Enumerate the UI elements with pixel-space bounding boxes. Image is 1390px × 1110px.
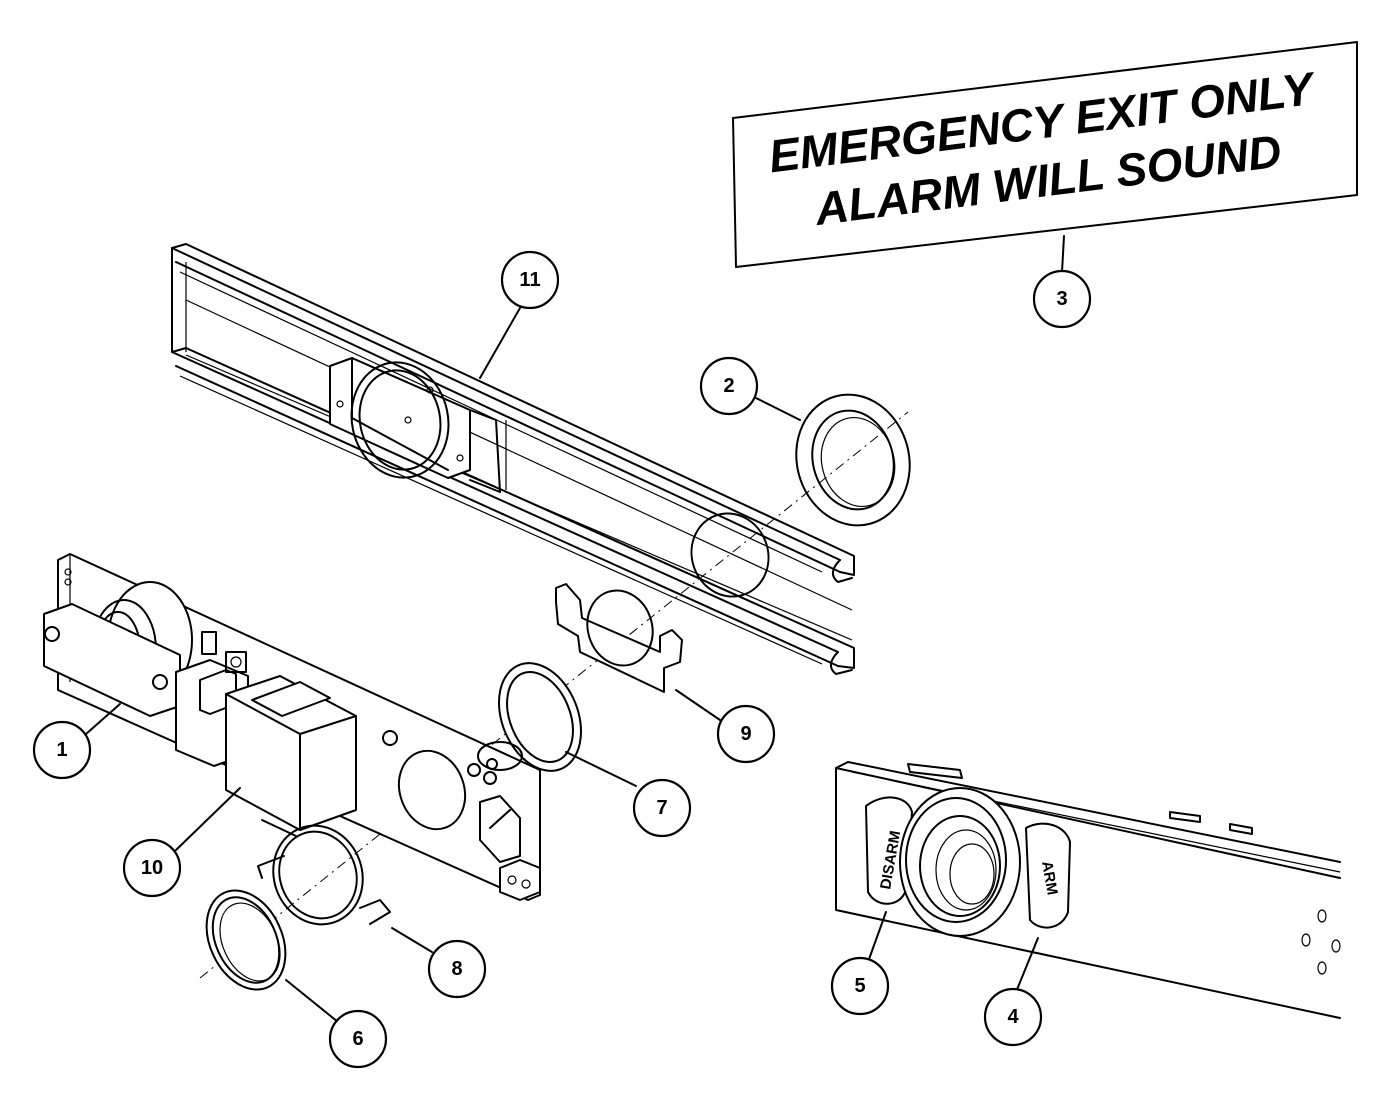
- callout-10-label: 10: [141, 857, 163, 879]
- trim-ring-part: [795, 393, 911, 527]
- callout-8-label: 8: [451, 958, 462, 980]
- callout-9-label: 9: [740, 723, 751, 745]
- retaining-ring-small-part: [205, 889, 287, 991]
- callout-8: 8: [427, 939, 487, 999]
- assembly-axis-line: [199, 411, 909, 979]
- circuit-board-assembly-part: [43, 553, 541, 901]
- mounting-bracket-plate-part: [555, 583, 683, 693]
- callout-3-label: 3: [1056, 288, 1067, 310]
- spring-clip-part: [257, 824, 391, 926]
- callout-6-label: 6: [352, 1028, 363, 1050]
- callout-5-label: 5: [854, 975, 865, 997]
- callout-3: 3: [1032, 269, 1092, 329]
- callout-9: 9: [716, 704, 776, 764]
- callout-11-label: 11: [519, 269, 540, 291]
- callout-4-label: 4: [1007, 1006, 1019, 1028]
- front-cover-panel-part: DISARM ARM: [835, 761, 1341, 1019]
- callout-7-label: 7: [656, 797, 667, 819]
- mounting-channel-part: [171, 243, 855, 675]
- callout-10: 10: [122, 838, 182, 898]
- callout-7: 7: [632, 778, 692, 838]
- callout-1: 1: [32, 720, 92, 780]
- callout-11: 11: [500, 250, 560, 310]
- callout-5: 5: [830, 956, 890, 1016]
- callout-2-label: 2: [723, 375, 734, 397]
- callout-4: 4: [983, 987, 1043, 1047]
- callout-2: 2: [699, 356, 759, 416]
- leader-lines: [85, 235, 1065, 1023]
- sign-label-part: EMERGENCY EXIT ONLY ALARM WILL SOUND: [732, 41, 1358, 268]
- retaining-ring-large-part: [497, 662, 583, 772]
- callout-1-label: 1: [56, 739, 67, 761]
- arm-label: ARM: [1038, 860, 1061, 897]
- callout-6: 6: [328, 1009, 388, 1069]
